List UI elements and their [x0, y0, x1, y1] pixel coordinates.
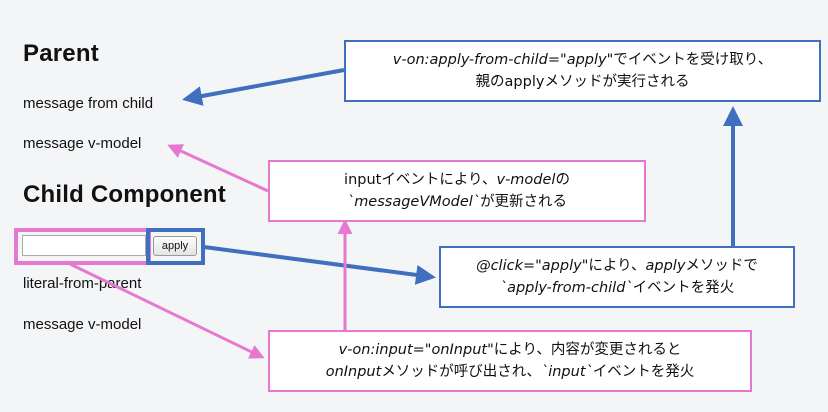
callout-input-event-vmodel: inputイベントにより、v-modelの `messageVModel`が更新…: [268, 160, 646, 222]
child-heading: Child Component: [23, 181, 226, 208]
callout-apply-from-child-line2: 親のapplyメソッドが実行される: [475, 74, 690, 90]
apply-button[interactable]: apply: [153, 236, 197, 256]
parent-heading: Parent: [23, 40, 99, 67]
arrow-apply-to-click-callout: [203, 245, 436, 285]
callout-on-input-line2: onInputメソッドが呼び出され、`input`イベントを発火: [325, 364, 695, 380]
child-text-input[interactable]: [22, 235, 146, 256]
callout-on-input-line1: v-on:input="onInput"により、内容が変更されると: [338, 342, 682, 358]
callout-input-event-line1: inputイベントにより、v-modelの: [344, 172, 570, 188]
callout-click-apply-line2: `apply-from-child`イベントを発火: [499, 280, 735, 296]
child-message-v-model: message v-model: [23, 316, 142, 333]
callout-apply-from-child-line1: v-on:apply-from-child="apply"でイベントを受け取り、: [392, 52, 773, 68]
callout-on-input: v-on:input="onInput"により、内容が変更されると onInpu…: [268, 330, 752, 392]
callout-apply-from-child: v-on:apply-from-child="apply"でイベントを受け取り、…: [344, 40, 821, 102]
child-literal-from-parent: literal-from-parent: [23, 275, 142, 292]
callout-input-event-line2: `messageVModel`が更新される: [346, 194, 568, 210]
arrow-parent-callout-to-message: [182, 68, 345, 106]
callout-click-apply-line1: @click="apply"により、applyメソッドで: [476, 258, 758, 274]
parent-message-v-model: message v-model: [23, 135, 142, 152]
parent-message-from-child: message from child: [23, 95, 154, 112]
callout-click-apply: @click="apply"により、applyメソッドで `apply-from…: [439, 246, 795, 308]
